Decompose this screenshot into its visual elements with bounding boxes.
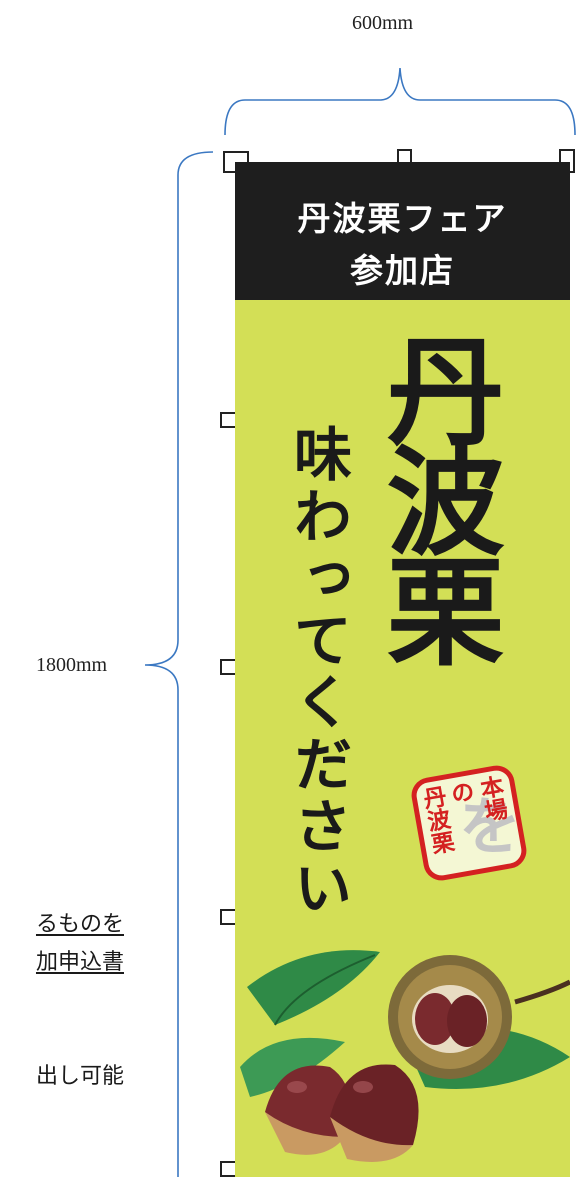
height-bracket	[144, 151, 214, 1177]
side-text-line-1-value: るものを	[35, 912, 124, 937]
stamp-text-2: の	[444, 778, 476, 807]
side-text-line-1: るものを	[0, 906, 124, 938]
side-text-line-2-value: 加申込書	[35, 950, 124, 975]
sub-headline: 味わってください	[284, 424, 352, 920]
banner-header: 丹波栗フェア 参加店	[235, 162, 570, 300]
side-text-line-2: 加申込書	[0, 944, 124, 976]
header-line-2: 参加店	[350, 251, 455, 290]
chestnut-burr	[388, 955, 512, 1079]
width-bracket	[224, 67, 576, 136]
width-dimension-label: 600mm	[352, 12, 414, 34]
header-line-1: 丹波栗フェア	[297, 199, 508, 238]
chestnut-nuts	[265, 1064, 419, 1162]
main-headline: 丹波栗	[366, 330, 505, 660]
side-text-line-3: 出し可能	[0, 1058, 124, 1090]
origin-stamp: 本場 の 丹波栗	[408, 762, 530, 884]
stamp-text-1: 本場	[474, 773, 509, 824]
height-dimension-label: 1800mm	[36, 654, 108, 676]
chestnut-branch	[514, 979, 570, 1005]
nobori-banner: 丹波栗フェア 参加店 丹波栗 を 味わってください 本場 の 丹波栗	[235, 162, 570, 1177]
side-text-line-3-value: 出し可能	[35, 1064, 124, 1089]
chestnut-illustration	[240, 950, 570, 1162]
